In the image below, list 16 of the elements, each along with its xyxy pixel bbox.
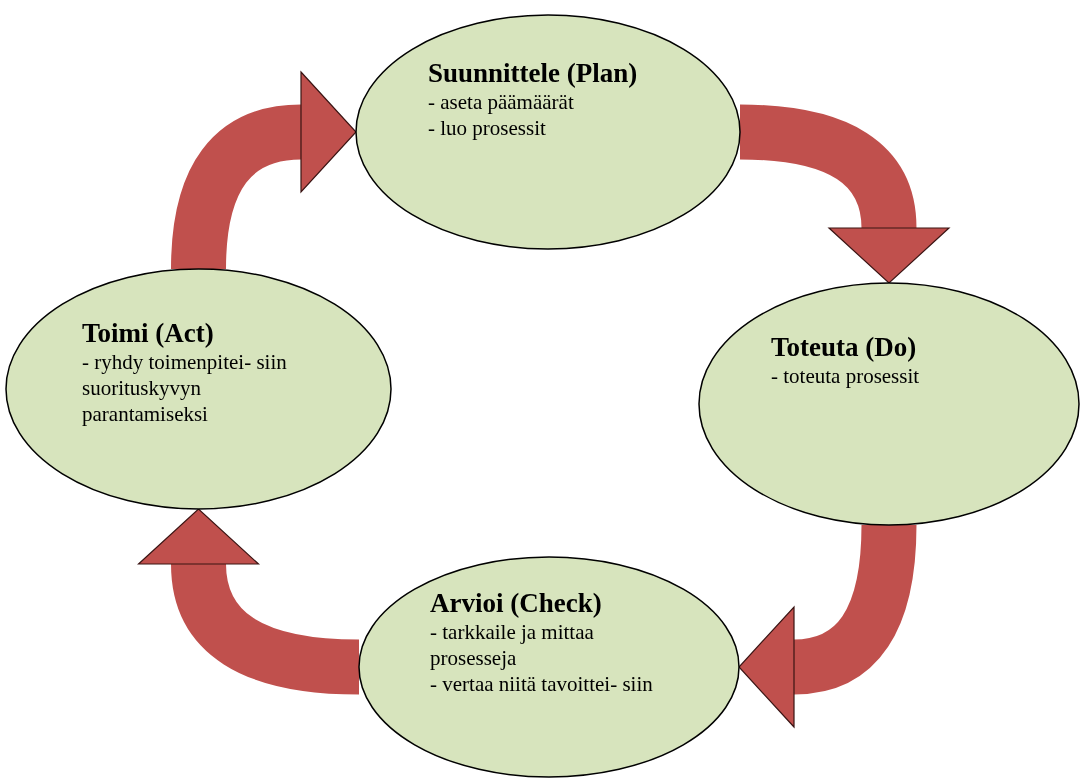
phase-heading: Toteuta (Do) [771, 332, 918, 363]
phase-ellipse [358, 556, 740, 778]
phase-description: - tarkkaile ja mittaa prosesseja [430, 619, 595, 671]
curved-arrow [171, 71, 357, 270]
phase-description: - aseta päämäärät [428, 89, 575, 115]
phase-description: - luo prosessit [428, 115, 547, 141]
phase-description: - vertaa niitä tavoittei- siin [430, 671, 654, 697]
phase-heading: Toimi (Act) [82, 318, 215, 349]
phase-heading: Arvioi (Check) [430, 588, 603, 619]
phase-description: - ryhdy toimenpitei- siin suorituskyvyn parantamiseksi [82, 349, 288, 427]
phase-description: - toteuta prosessit [771, 363, 921, 389]
phase-ellipse [698, 282, 1080, 526]
phase-heading: Suunnittele (Plan) [428, 58, 639, 89]
curved-arrow [738, 524, 917, 728]
phase-ellipse [5, 268, 392, 510]
phase-ellipse [355, 14, 741, 250]
